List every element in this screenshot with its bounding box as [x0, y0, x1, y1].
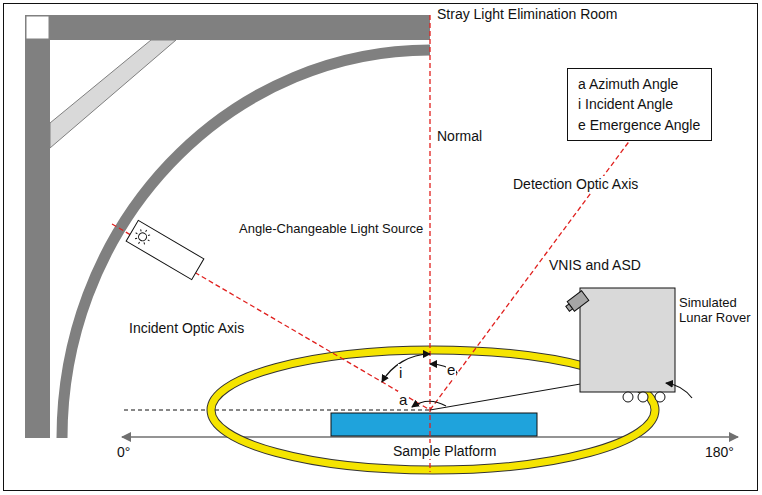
rover-link — [430, 382, 592, 410]
diagonal-strut — [50, 40, 176, 148]
part-label: Simulated Lunar Rover — [678, 296, 756, 326]
rover-wheel — [655, 392, 665, 402]
part-label: Sample Platform — [392, 443, 497, 459]
room-title: Stray Light Elimination Room — [436, 6, 619, 22]
left-wall — [25, 15, 50, 438]
part-label: VNIS and ASD — [548, 257, 642, 273]
azimuth-reference — [124, 410, 430, 411]
part-label: Angle-Changeable Light Source — [238, 222, 424, 237]
legend-entry: a Azimuth Angle — [578, 74, 701, 94]
light-source — [126, 220, 204, 279]
scale-label: 0° — [116, 444, 131, 460]
axis-label: Detection Optic Axis — [512, 176, 639, 192]
angle-symbol: e — [446, 361, 456, 378]
scale-label: 180° — [704, 444, 735, 460]
azimuth-angle-arc — [412, 401, 446, 407]
spectrometer — [564, 291, 589, 314]
incident-angle-arc — [382, 354, 430, 382]
frame — [4, 4, 758, 491]
angle-symbol: i — [398, 364, 403, 381]
rotation-arrow — [666, 383, 692, 398]
corner-block — [26, 16, 49, 39]
legend-entry: e Emergence Angle — [578, 115, 701, 135]
axis-label: Incident Optic Axis — [128, 320, 245, 336]
rover-wheel — [638, 392, 648, 402]
rover-wheel — [623, 392, 633, 402]
normal-line — [429, 15, 430, 472]
angle-symbol: a — [398, 391, 408, 408]
legend-box: a Azimuth Anglei Incident Anglee Emergen… — [567, 68, 712, 141]
top-wall — [25, 15, 430, 40]
rover-body — [580, 288, 675, 392]
axis-label: Normal — [436, 128, 483, 144]
sample-platform — [331, 413, 537, 436]
legend-entry: i Incident Angle — [578, 94, 701, 114]
